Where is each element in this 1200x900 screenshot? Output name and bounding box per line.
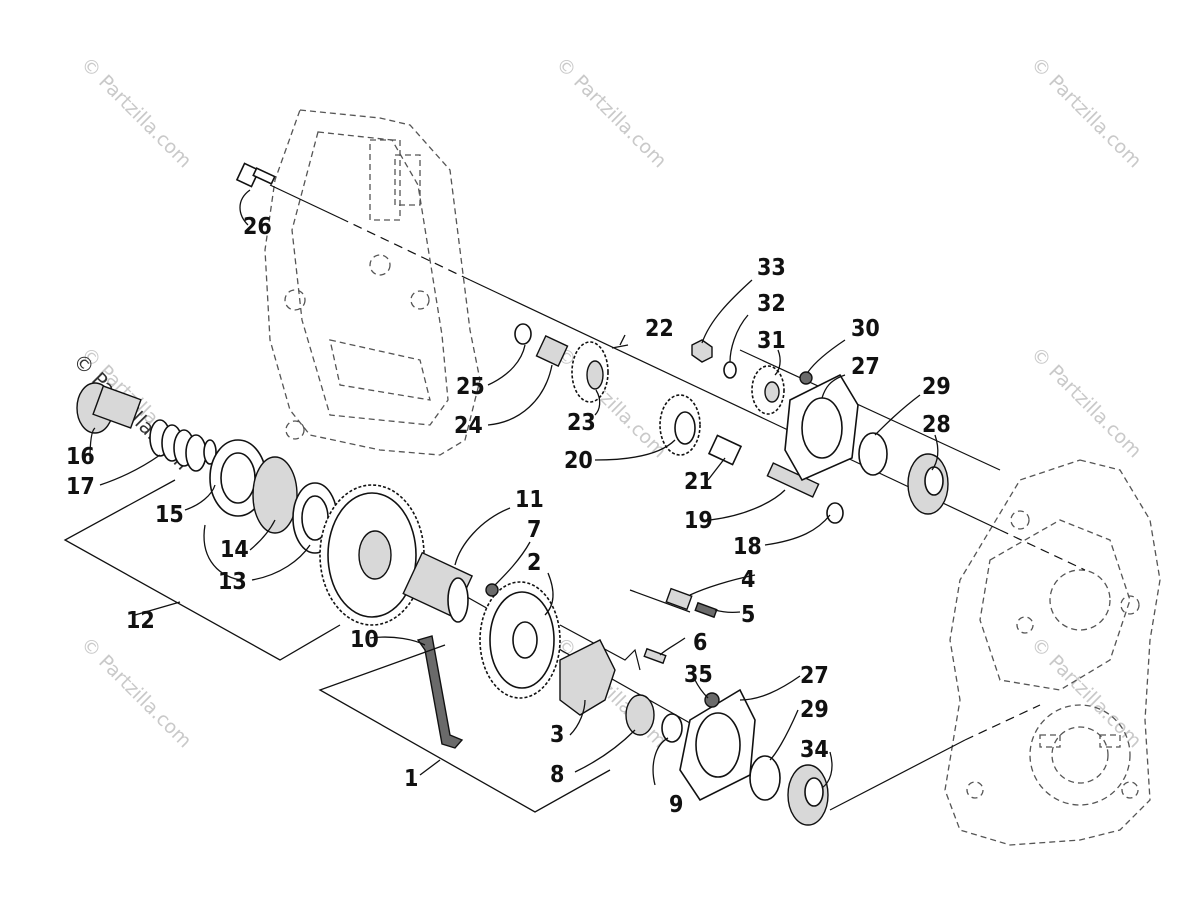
washer-part-15-hole bbox=[220, 452, 256, 504]
nut-part-35 bbox=[704, 692, 720, 708]
sprocket-part-31 bbox=[751, 365, 785, 415]
sprocket-part-20 bbox=[659, 394, 701, 456]
bearing-part-28-inner bbox=[924, 466, 944, 496]
watermark: © Partzilla.com bbox=[551, 53, 670, 172]
callout-label: 14 bbox=[220, 537, 249, 563]
callout-label: 18 bbox=[733, 534, 762, 560]
washer-part-9 bbox=[661, 713, 683, 743]
chain-part-10 bbox=[416, 635, 464, 749]
watermark: © Partzilla.com bbox=[76, 53, 195, 172]
watermark: © Partzilla.com bbox=[1026, 633, 1145, 752]
bolt-part-26 bbox=[235, 162, 276, 188]
callout-label: 5 bbox=[741, 602, 755, 628]
gear-part-2 bbox=[479, 581, 561, 699]
bearing-plate-part-27-lower-hole bbox=[695, 712, 741, 778]
callout-label: 25 bbox=[456, 374, 485, 400]
callout-label: 24 bbox=[454, 413, 483, 439]
callout-label: 27 bbox=[851, 354, 880, 380]
callout-label: 19 bbox=[684, 508, 713, 534]
needle-bearing-part-8 bbox=[625, 694, 655, 736]
bearing-plate-part-27-upper-hole bbox=[801, 397, 843, 459]
bevel-washer-part-14 bbox=[252, 456, 298, 534]
spring-assembly-part-16-17 bbox=[76, 382, 217, 472]
clutch-plate-part-3 bbox=[559, 639, 616, 716]
callout-labels: 1 2 3 4 5 6 7 8 9 10 11 12 13 14 15 16 1… bbox=[66, 214, 951, 818]
callout-label: 16 bbox=[66, 444, 95, 470]
spline-hub-part-11 bbox=[402, 551, 474, 623]
bushing-part-21 bbox=[707, 434, 743, 466]
watermark: © Partzilla.com bbox=[76, 633, 195, 752]
callout-label: 13 bbox=[218, 569, 247, 595]
callout-label: 6 bbox=[693, 630, 707, 656]
callout-label: 21 bbox=[684, 469, 713, 495]
sprocket-part-23 bbox=[571, 341, 609, 403]
nut-part-30 bbox=[799, 371, 813, 385]
washer-part-25 bbox=[514, 323, 532, 345]
callout-label: 9 bbox=[669, 792, 683, 818]
o-ring-part-29-lower bbox=[749, 755, 781, 801]
leader-lines bbox=[63, 189, 939, 813]
callout-label: 32 bbox=[757, 291, 786, 317]
callout-label: 29 bbox=[922, 374, 951, 400]
watermark: © Partzilla.com bbox=[551, 343, 670, 462]
callout-label: 23 bbox=[567, 410, 596, 436]
watermark: © Partzilla.com bbox=[1026, 53, 1145, 172]
callout-label: 27 bbox=[800, 663, 829, 689]
callout-label: 26 bbox=[243, 214, 272, 240]
o-ring-part-29-upper bbox=[858, 432, 888, 476]
callout-label: 31 bbox=[757, 328, 786, 354]
callout-label: 30 bbox=[851, 316, 880, 342]
callout-label: 10 bbox=[350, 627, 379, 653]
callout-label: 28 bbox=[922, 412, 951, 438]
callout-label: 1 bbox=[404, 766, 418, 792]
callout-label: 22 bbox=[645, 316, 674, 342]
bushing-part-24 bbox=[535, 335, 569, 367]
callout-label: 33 bbox=[757, 255, 786, 281]
callout-label: 29 bbox=[800, 697, 829, 723]
callout-label: 2 bbox=[527, 550, 541, 576]
shaft-part-19 bbox=[766, 462, 820, 498]
callout-label: 11 bbox=[515, 487, 544, 513]
callout-label: 15 bbox=[155, 502, 184, 528]
watermark-layer: © Partzilla.com © Partzilla.com © Partzi… bbox=[68, 53, 1145, 752]
nut-part-33 bbox=[691, 339, 713, 363]
callout-label: 17 bbox=[66, 474, 95, 500]
pin-part-22 bbox=[611, 344, 629, 349]
washer-part-18 bbox=[826, 502, 844, 524]
washer-part-32 bbox=[723, 361, 737, 379]
callout-label: 35 bbox=[684, 662, 713, 688]
callout-label: 3 bbox=[550, 722, 564, 748]
chaincase-housing-ghost bbox=[944, 459, 1161, 846]
chaincase-cover-ghost bbox=[264, 109, 481, 456]
bearing-part-34-inner bbox=[804, 777, 824, 807]
watermark: © Partzilla.com bbox=[1026, 343, 1145, 462]
screw-part-6 bbox=[643, 647, 667, 665]
spring-part-5 bbox=[694, 601, 718, 619]
parts-layer bbox=[76, 162, 949, 826]
callout-label: 34 bbox=[800, 737, 829, 763]
large-sprocket-part bbox=[319, 484, 425, 626]
callout-label: 7 bbox=[527, 517, 541, 543]
callout-label: 12 bbox=[126, 608, 155, 634]
callout-label: 4 bbox=[741, 567, 755, 593]
callout-label: 8 bbox=[550, 762, 564, 788]
nut-part-7 bbox=[485, 583, 499, 597]
callout-label: 20 bbox=[564, 448, 593, 474]
plunger-part-4 bbox=[665, 587, 693, 611]
